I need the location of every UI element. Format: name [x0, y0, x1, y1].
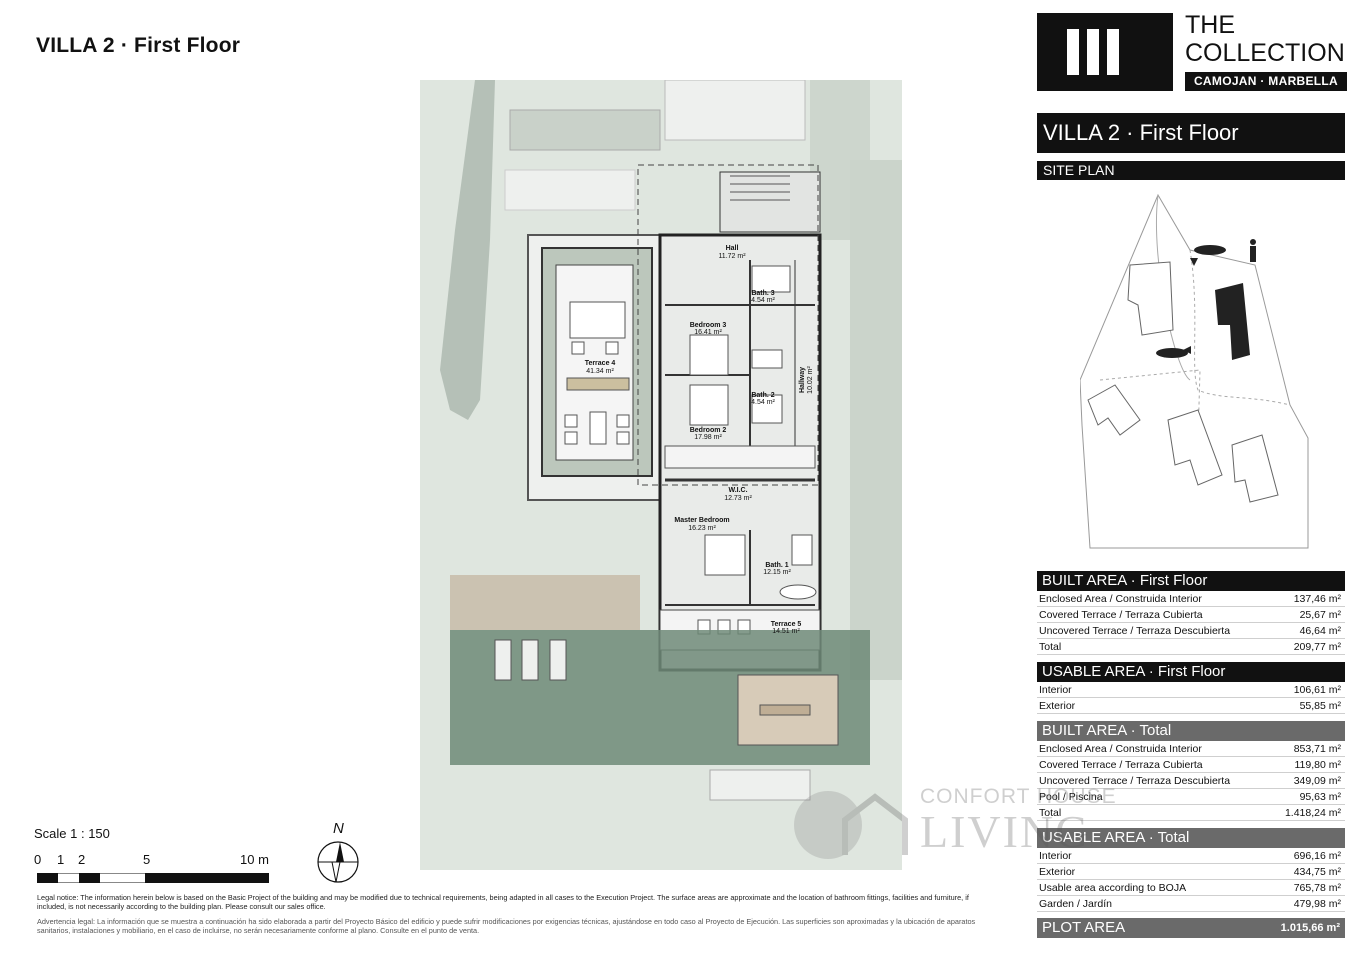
villa-band: VILLA 2 · First Floor	[1037, 113, 1345, 153]
logo-mark	[1037, 13, 1173, 91]
scale-tick-5: 5	[143, 852, 151, 867]
scale-bar	[37, 873, 269, 883]
room-hall-name: Hall	[726, 245, 739, 252]
table-title: USABLE AREA · First Floor	[1037, 662, 1345, 682]
brand-line-1: THE	[1185, 11, 1235, 39]
room-terrace5-area: 14.51 m²	[772, 628, 800, 635]
plot-area-label: PLOT AREA	[1042, 919, 1126, 936]
brand-subtitle: CAMOJAN · MARBELLA	[1185, 72, 1347, 91]
scale-tick-0: 0	[34, 852, 42, 867]
watermark-logo: CONFORT HOUSE LIVING	[790, 785, 1120, 860]
room-bedroom3-name: Bedroom 3	[690, 322, 727, 329]
table-title: BUILT AREA · First Floor	[1037, 571, 1345, 591]
built-area-first-table: BUILT AREA · First Floor Enclosed Area /…	[1037, 571, 1345, 655]
scale-tick-1: 1	[57, 852, 65, 867]
room-bath1-area: 12.15 m²	[763, 569, 791, 576]
room-bath2-name: Bath. 2	[751, 392, 774, 399]
scale-tick-2: 2	[78, 852, 86, 867]
room-bedroom2-area: 17.98 m²	[694, 434, 722, 441]
scale-label: Scale 1 : 150	[34, 826, 110, 841]
house-icon	[794, 791, 908, 859]
north-label: N	[333, 820, 344, 837]
room-bath2-area: 4.54 m²	[751, 399, 775, 406]
north-arrow: N	[314, 820, 362, 886]
room-master-area: 16.23 m²	[688, 525, 716, 532]
legal-notice-en: Legal notice: The information herein bel…	[37, 893, 969, 911]
compass-icon	[317, 841, 359, 883]
table-title: BUILT AREA · Total	[1037, 721, 1345, 741]
room-terrace5-name: Terrace 5	[771, 621, 802, 628]
room-hall-area: 11.72 m²	[718, 253, 746, 260]
room-bath3-area: 4.54 m²	[751, 297, 775, 304]
watermark-line-2: LIVING	[920, 806, 1091, 857]
site-plan-map	[1080, 193, 1309, 549]
brand-line-2: COLLECTION	[1185, 39, 1345, 67]
scale-tick-10: 10 m	[240, 852, 269, 867]
floor-plan: Hall 11.72 m² Bath. 3 4.54 m² Bedroom 3 …	[420, 80, 902, 870]
room-terrace4-name: Terrace 4	[585, 360, 616, 367]
room-bedroom2-name: Bedroom 2	[690, 427, 727, 434]
page-title: VILLA 2 · First Floor	[36, 34, 241, 57]
table-title: USABLE AREA · Total	[1037, 828, 1345, 848]
room-bath1-name: Bath. 1	[765, 562, 788, 569]
room-wic-name: W.I.C.	[728, 487, 747, 494]
plot-area-value: 1.015,66 m²	[1280, 922, 1340, 934]
room-master-name: Master Bedroom	[674, 517, 729, 524]
site-plan-band: SITE PLAN	[1037, 161, 1345, 180]
room-wic-area: 12.73 m²	[724, 495, 752, 502]
legal-notice-es: Advertencia legal: La información que se…	[37, 917, 976, 935]
watermark-line-1: CONFORT HOUSE	[920, 785, 1117, 808]
room-bath3-name: Bath. 3	[751, 290, 774, 297]
room-hallway-area: 10.02 m²	[807, 366, 814, 394]
built-area-total-table: BUILT AREA · Total Enclosed Area / Const…	[1037, 721, 1345, 821]
room-bedroom3-area: 16.41 m²	[694, 329, 722, 336]
plot-area-band: PLOT AREA 1.015,66 m²	[1037, 918, 1345, 938]
room-terrace4-area: 41.34 m²	[586, 368, 614, 375]
room-hallway-name: Hallway	[799, 367, 806, 393]
brand-logo: THE COLLECTION CAMOJAN · MARBELLA	[1037, 11, 1347, 91]
